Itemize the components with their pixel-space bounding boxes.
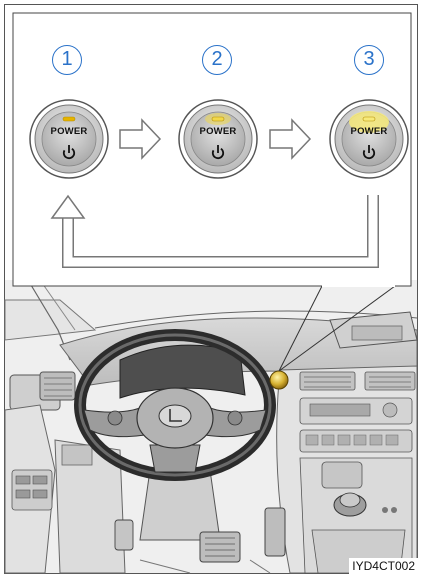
indicator-light <box>212 117 224 121</box>
power-button-step-1 <box>30 100 108 178</box>
power-label: POWER <box>193 126 243 137</box>
indicator-light <box>63 117 75 121</box>
power-button-step-3 <box>330 100 408 178</box>
power-button-step-2 <box>179 100 257 178</box>
step-number-3: 3 <box>354 45 384 75</box>
power-label: POWER <box>344 126 394 137</box>
figure-code: IYD4CT002 <box>349 558 418 574</box>
indicator-light <box>363 117 375 121</box>
power-label: POWER <box>44 126 94 137</box>
step-number-2: 2 <box>202 45 232 75</box>
step-number-1: 1 <box>52 45 82 75</box>
car-interior-illustration <box>5 280 417 573</box>
dash-power-button <box>270 371 288 389</box>
